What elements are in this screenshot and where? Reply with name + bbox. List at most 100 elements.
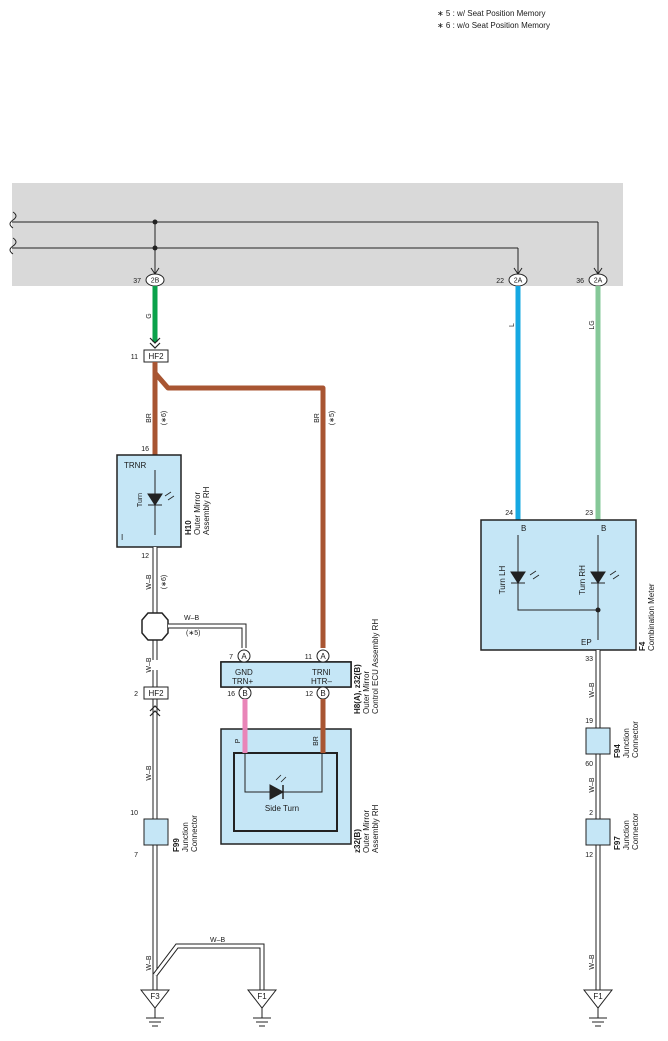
svg-text:12: 12 <box>585 852 593 859</box>
svg-text:BR: BR <box>146 413 153 423</box>
component-h10: 16 TRNR Turn I 12 H10 Outer Mirror Assem… <box>116 446 211 560</box>
svg-text:W–B: W–B <box>589 682 596 698</box>
svg-text:W–B: W–B <box>146 765 153 781</box>
svg-text:W–B: W–B <box>146 955 153 971</box>
connector-hf2-top: HF2 11 <box>131 349 169 363</box>
legend-line-6: ∗ 6 : w/o Seat Position Memory <box>437 21 550 30</box>
svg-text:12: 12 <box>141 553 149 560</box>
svg-text:Turn RH: Turn RH <box>578 565 587 595</box>
splice-point <box>141 612 169 641</box>
svg-text:W–B: W–B <box>589 954 596 970</box>
svg-text:Turn LH: Turn LH <box>498 565 507 594</box>
svg-text:B: B <box>320 689 325 698</box>
ground-f1-left: F1 <box>246 989 278 1027</box>
svg-text:(∗6): (∗6) <box>161 575 168 589</box>
svg-text:22: 22 <box>496 278 504 285</box>
svg-text:(∗6): (∗6) <box>161 411 168 425</box>
svg-text:12: 12 <box>305 691 313 698</box>
svg-text:W–B: W–B <box>589 777 596 793</box>
svg-text:H10: H10 <box>184 520 193 535</box>
led-icon <box>590 571 606 584</box>
svg-text:Combination Meter: Combination Meter <box>647 583 656 651</box>
component-z32: P BR Side Turn z32(B) Outer Mirror Assem… <box>220 699 380 853</box>
svg-text:W–B: W–B <box>184 615 200 622</box>
svg-text:19: 19 <box>585 718 593 725</box>
svg-text:F4: F4 <box>638 641 647 651</box>
label-g: G <box>146 313 153 318</box>
svg-text:HTR–: HTR– <box>311 677 332 686</box>
bus-junction-2 <box>152 245 158 251</box>
svg-text:TRN+: TRN+ <box>232 677 253 686</box>
svg-text:BR: BR <box>314 413 321 423</box>
led-icon <box>510 571 526 584</box>
svg-text:H8(A), z32(B): H8(A), z32(B) <box>353 664 362 714</box>
wire-wb-f1 <box>153 943 265 990</box>
svg-text:Junction: Junction <box>622 820 631 850</box>
svg-text:Connector: Connector <box>190 815 199 852</box>
junction-f94: 19 60 F94 Junction Connector <box>585 718 640 768</box>
svg-text:10: 10 <box>130 810 138 817</box>
svg-text:GND: GND <box>235 668 253 677</box>
svg-text:B: B <box>242 689 247 698</box>
svg-text:Side Turn: Side Turn <box>265 804 299 813</box>
connector-hf2-bottom: HF2 2 <box>134 686 169 717</box>
svg-text:11: 11 <box>131 354 138 361</box>
svg-text:F97: F97 <box>613 836 622 850</box>
svg-text:Assembly RH: Assembly RH <box>371 804 380 853</box>
svg-text:7: 7 <box>134 852 138 859</box>
svg-text:Connector: Connector <box>631 813 640 850</box>
svg-text:Turn: Turn <box>137 493 144 507</box>
svg-text:2A: 2A <box>514 278 523 285</box>
svg-text:(∗5): (∗5) <box>186 630 200 637</box>
wire-br-ecu <box>153 371 326 648</box>
wire-wb-gnd <box>168 623 247 648</box>
legend: ∗ 5 : w/ Seat Position Memory ∗ 6 : w/o … <box>437 8 550 32</box>
svg-text:(∗5): (∗5) <box>329 411 336 425</box>
svg-text:z32(B): z32(B) <box>353 829 362 853</box>
led-icon <box>269 784 285 800</box>
svg-text:L: L <box>509 323 516 327</box>
svg-text:F1: F1 <box>257 992 267 1001</box>
svg-text:TRNR: TRNR <box>124 461 146 470</box>
pin-37-2b: 2B 37 <box>133 273 165 287</box>
svg-text:HF2: HF2 <box>148 689 164 698</box>
svg-text:16: 16 <box>227 691 235 698</box>
bus-panel <box>12 183 623 286</box>
svg-text:F1: F1 <box>593 992 603 1001</box>
junction-f97: 2 12 F97 Junction Connector <box>585 810 640 859</box>
svg-text:Outer Mirror: Outer Mirror <box>362 810 371 853</box>
svg-text:W–B: W–B <box>146 574 153 590</box>
svg-text:A: A <box>320 652 326 661</box>
break-mark <box>9 211 17 255</box>
svg-text:Junction: Junction <box>181 822 190 852</box>
svg-text:Outer Mirror: Outer Mirror <box>362 671 371 714</box>
pin-22-2a: 2A 22 <box>496 273 528 287</box>
svg-text:60: 60 <box>585 761 593 768</box>
svg-text:2: 2 <box>134 691 138 698</box>
svg-text:Connector: Connector <box>631 721 640 758</box>
svg-text:HF2: HF2 <box>148 352 164 361</box>
svg-text:F94: F94 <box>613 744 622 758</box>
svg-text:36: 36 <box>576 278 584 285</box>
ground-f1-right: F1 <box>582 989 614 1027</box>
svg-text:33: 33 <box>585 656 593 663</box>
svg-text:16: 16 <box>141 446 149 453</box>
ground-f3: F3 <box>139 989 171 1027</box>
component-f4: 24 23 B B Turn LH Turn RH EP 33 F4 Combi… <box>480 510 656 663</box>
svg-text:TRNI: TRNI <box>312 668 331 677</box>
svg-text:Assembly RH: Assembly RH <box>202 486 211 535</box>
svg-text:7: 7 <box>229 654 233 661</box>
svg-text:11: 11 <box>305 654 312 661</box>
svg-text:EP: EP <box>581 638 592 647</box>
svg-text:23: 23 <box>585 510 593 517</box>
svg-text:Control ECU Assembly RH: Control ECU Assembly RH <box>371 619 380 714</box>
svg-text:2: 2 <box>589 810 593 817</box>
svg-text:I: I <box>121 533 123 542</box>
svg-text:B: B <box>521 524 526 533</box>
svg-text:Junction: Junction <box>622 728 631 758</box>
svg-text:37: 37 <box>133 278 141 285</box>
svg-text:2A: 2A <box>594 278 603 285</box>
svg-text:LG: LG <box>589 320 596 329</box>
svg-text:Outer Mirror: Outer Mirror <box>193 492 202 535</box>
svg-text:2B: 2B <box>151 278 160 285</box>
